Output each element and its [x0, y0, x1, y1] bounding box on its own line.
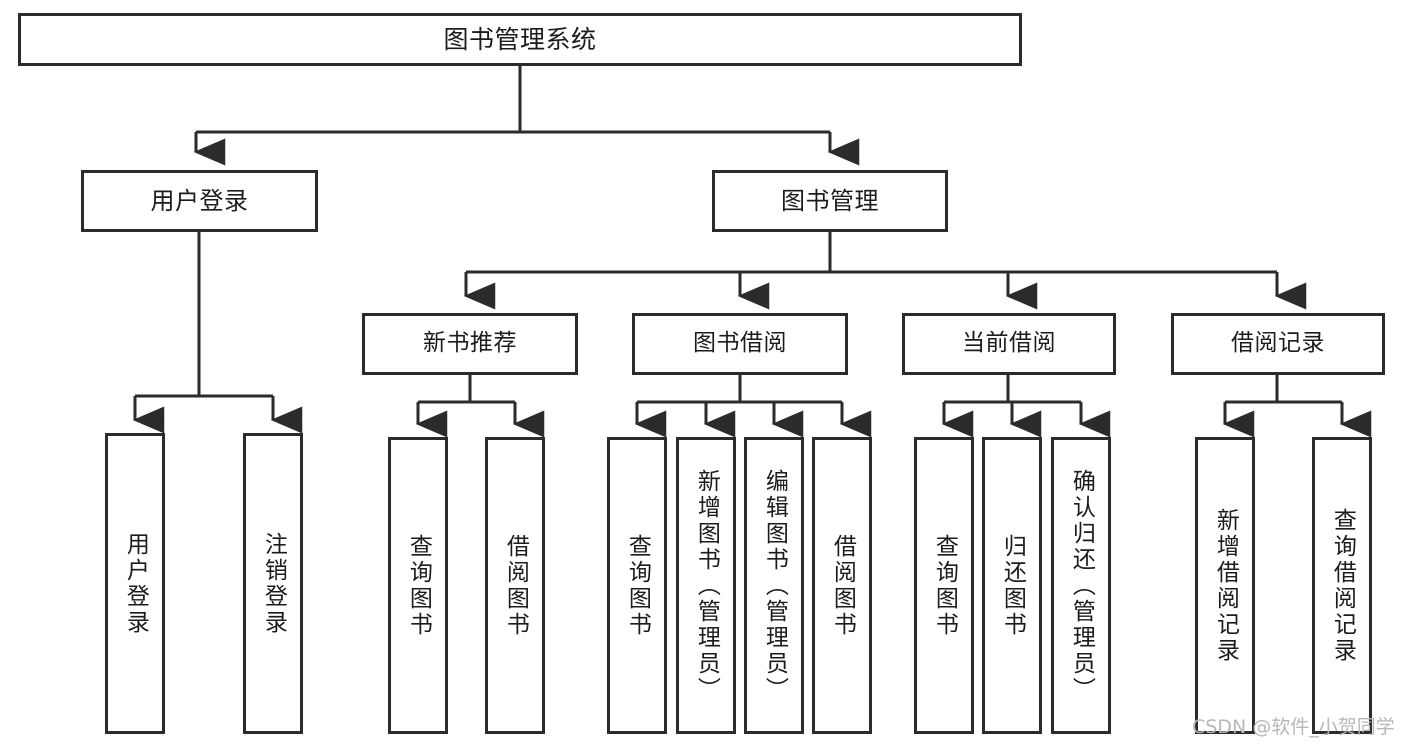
node-label: 确认归还（管理员）: [1068, 468, 1095, 703]
node-label: 编辑图书（管理员）: [761, 468, 788, 703]
leaf-current-confirm-return-admin[interactable]: 确认归还（管理员）: [1051, 437, 1111, 734]
edge-bookmgmt-to-level3: [463, 232, 1307, 310]
node-label: 归还图书: [999, 533, 1026, 638]
leaf-record-add-record[interactable]: 新增借阅记录: [1195, 437, 1255, 734]
node-root-system[interactable]: 图书管理系统: [18, 13, 1022, 66]
edge-userlogin-to-leaves: [132, 232, 303, 434]
watermark-text: CSDN @软件_小贺同学: [1192, 716, 1395, 738]
node-label: 当前借阅: [962, 330, 1056, 357]
node-label: 新增图书（管理员）: [693, 468, 720, 703]
leaf-borrow-query-book[interactable]: 查询图书: [607, 437, 667, 734]
leaf-borrow-borrow-book[interactable]: 借阅图书: [812, 437, 872, 734]
node-label: 用户登录: [150, 186, 249, 215]
node-label: 查询图书: [405, 533, 432, 638]
node-label: 借阅记录: [1231, 330, 1325, 357]
node-label: 注销登录: [260, 531, 287, 636]
leaf-record-query-record[interactable]: 查询借阅记录: [1312, 437, 1372, 734]
leaf-borrow-edit-book-admin[interactable]: 编辑图书（管理员）: [744, 437, 804, 734]
node-label: 查询图书: [624, 533, 651, 638]
leaf-borrow-add-book-admin[interactable]: 新增图书（管理员）: [676, 437, 736, 734]
edge-bookborrow-to-leaves: [634, 375, 872, 438]
leaf-current-query-book[interactable]: 查询图书: [914, 437, 974, 734]
node-book-borrow[interactable]: 图书借阅: [632, 313, 848, 375]
edge-newbook-to-leaves: [415, 375, 545, 438]
edge-root-to-level2: [193, 66, 860, 166]
node-label: 图书管理: [781, 186, 879, 215]
node-label: 用户登录: [122, 531, 149, 636]
node-new-book-recommend[interactable]: 新书推荐: [362, 313, 578, 375]
leaf-user-login[interactable]: 用户登录: [105, 433, 165, 734]
node-label: 查询图书: [931, 533, 958, 638]
node-label: 图书管理系统: [443, 24, 597, 54]
node-label: 新书推荐: [423, 330, 517, 357]
node-current-borrow[interactable]: 当前借阅: [902, 313, 1116, 375]
edge-currentborrow-to-leaves: [941, 375, 1111, 438]
node-label: 查询借阅记录: [1329, 507, 1356, 664]
node-borrow-record[interactable]: 借阅记录: [1171, 313, 1385, 375]
leaf-current-return-book[interactable]: 归还图书: [982, 437, 1042, 734]
node-label: 借阅图书: [829, 533, 856, 638]
node-label: 借阅图书: [502, 533, 529, 638]
leaf-newbook-query-book[interactable]: 查询图书: [388, 437, 448, 734]
node-label: 图书借阅: [693, 330, 787, 357]
node-label: 新增借阅记录: [1212, 507, 1239, 664]
leaf-logout[interactable]: 注销登录: [243, 433, 303, 734]
node-book-management[interactable]: 图书管理: [712, 170, 948, 232]
node-user-login[interactable]: 用户登录: [81, 170, 318, 232]
leaf-newbook-borrow-book[interactable]: 借阅图书: [485, 437, 545, 734]
edge-borrowrecord-to-leaves: [1222, 375, 1372, 438]
